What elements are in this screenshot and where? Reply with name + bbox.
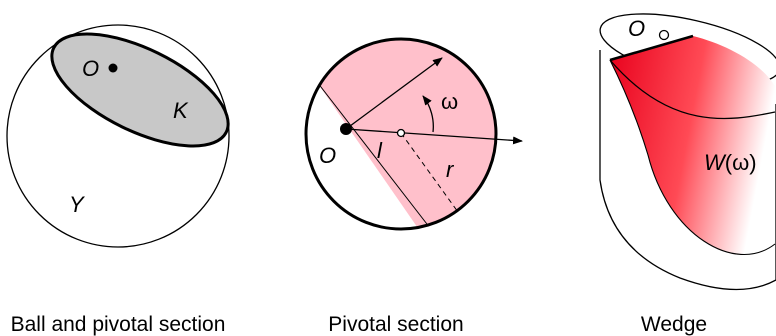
wedge-left-edge bbox=[609, 59, 776, 255]
origin-point bbox=[340, 123, 352, 135]
ball-label: Y bbox=[69, 192, 85, 217]
caption-ball-and-section: Ball and pivotal section bbox=[11, 313, 226, 336]
pivotal-section-ellipse bbox=[50, 32, 230, 148]
origin-point bbox=[658, 29, 670, 41]
origin-label: O bbox=[628, 16, 645, 41]
caption-wedge: Wedge bbox=[641, 313, 707, 336]
rotated-axis-arrow bbox=[345, 57, 443, 130]
panel-ball-and-section: O K Y Ball and pivotal section bbox=[6, 24, 230, 336]
cylinder-outline bbox=[599, 50, 776, 291]
panel-wedge: O W(ω) Wedge bbox=[599, 13, 776, 336]
ball-circle bbox=[6, 24, 230, 248]
wedge-label-text: W(ω) bbox=[704, 150, 757, 175]
pivotal-region bbox=[314, 39, 496, 229]
origin-point bbox=[108, 63, 118, 73]
angle-arc-arrow bbox=[422, 95, 434, 133]
pivotal-circle bbox=[304, 37, 498, 231]
origin-label: O bbox=[82, 56, 99, 81]
caption-pivotal-section: Pivotal section bbox=[328, 313, 463, 336]
wedge-surface bbox=[610, 36, 775, 255]
center-point bbox=[396, 128, 406, 138]
section-label: K bbox=[173, 98, 189, 123]
wedge-label: W(ω) bbox=[704, 150, 757, 175]
wedge-inner-curve bbox=[609, 59, 776, 120]
angle-label: ω bbox=[441, 89, 458, 114]
length-label: l bbox=[377, 138, 383, 163]
wedge-top-edge bbox=[609, 34, 694, 62]
radius-label: r bbox=[446, 157, 455, 182]
panel-pivotal-section: O l r ω Pivotal section bbox=[304, 37, 523, 336]
origin-label: O bbox=[319, 143, 336, 168]
radius-dashed-line bbox=[400, 132, 459, 213]
chord-line bbox=[313, 77, 431, 229]
horizontal-axis-arrow bbox=[345, 128, 523, 145]
